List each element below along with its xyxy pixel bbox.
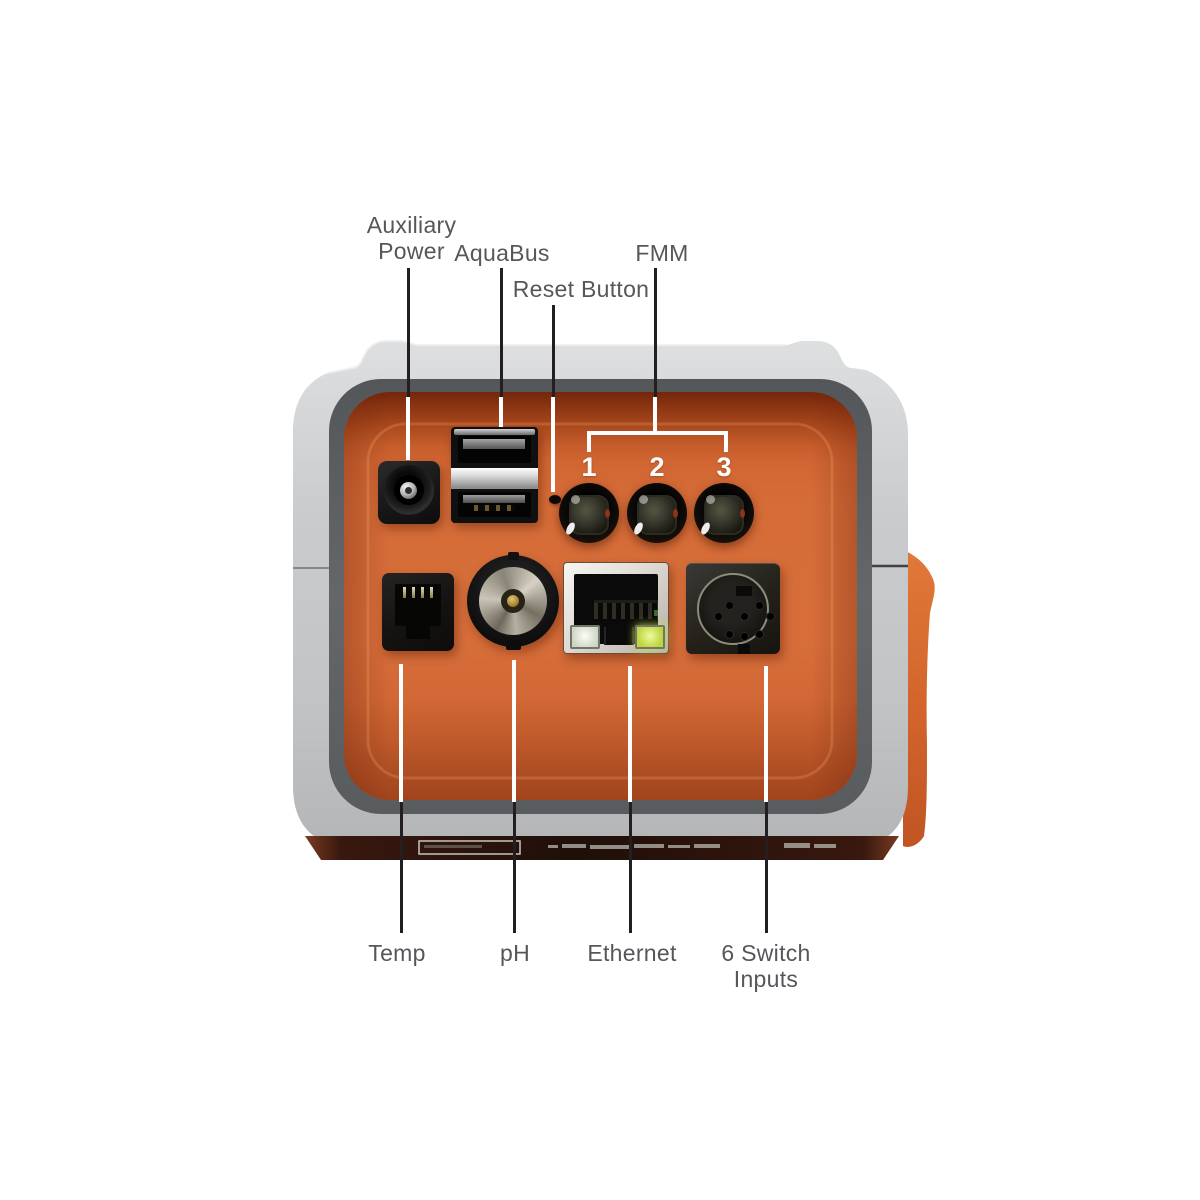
bnc-center-pin [507, 595, 519, 607]
label-six-switch-inputs-line2: Inputs [733, 966, 799, 992]
aquabus-usb-ports [451, 427, 538, 523]
din-key-notch [736, 586, 752, 596]
label-reset-button: Reset Button [511, 276, 651, 302]
usb-port-bottom [458, 492, 531, 517]
rj11-slot [395, 584, 441, 626]
label-ethernet: Ethernet [562, 940, 702, 966]
leader-fmm-white [653, 397, 657, 435]
label-reset-button-line1: Reset Button [512, 276, 650, 302]
label-fmm: FMM [592, 240, 732, 266]
switch-inputs-din-connector [686, 563, 780, 654]
leader-reset-white [551, 397, 555, 492]
fmm-jack-3 [694, 483, 754, 543]
leader-ethernet-dark [629, 800, 632, 933]
rj11-pins [403, 587, 433, 598]
label-auxiliary-power: Auxiliary Power [341, 212, 482, 264]
leader-reset-dark [552, 305, 555, 400]
side-mount-fin [903, 550, 935, 847]
fmm-bracket-right-stub [724, 431, 728, 452]
label-six-switch-inputs-line1: 6 Switch [721, 940, 811, 966]
leader-ph-dark [513, 800, 516, 933]
leader-ethernet-white [628, 666, 632, 802]
label-ethernet-line1: Ethernet [587, 940, 677, 966]
temp-probe-rj11-jack [382, 573, 454, 651]
ethernet-led-left [570, 625, 600, 649]
leader-ph-white [512, 660, 516, 802]
rj45-pcb-glint [654, 610, 658, 616]
usb-port-top [458, 436, 531, 463]
ethernet-rj45-jack [563, 562, 669, 654]
leader-switch-inputs-dark [765, 800, 768, 933]
ph-probe-bnc-connector [467, 552, 559, 650]
leader-auxiliary-power-white [406, 397, 410, 460]
serial-sticker-outline [418, 840, 521, 855]
usb-metal-lip [454, 429, 535, 435]
fmm-jack-1 [559, 483, 619, 543]
auxiliary-power-jack [378, 461, 440, 524]
leader-aquabus-dark [500, 268, 503, 400]
serial-sticker-mark [424, 845, 482, 848]
label-auxiliary-power-line2: Power [378, 238, 445, 264]
leader-switch-inputs-white [764, 666, 768, 802]
leader-auxiliary-power-dark [407, 268, 410, 400]
shell-top-highlight [326, 340, 786, 374]
label-six-switch-inputs: 6 Switch Inputs [696, 940, 836, 992]
label-auxiliary-power-line1: Auxiliary [366, 212, 457, 238]
panel-floor-highlight [366, 422, 834, 780]
leader-aquabus-white [499, 397, 503, 427]
din-bottom-notch [738, 644, 750, 654]
label-ph-line1: pH [499, 940, 530, 966]
din-socket-circle [697, 573, 775, 654]
bnc-top-notch [508, 552, 519, 560]
fmm-bracket-horizontal [587, 431, 728, 435]
fmm-port-number-3: 3 [716, 452, 732, 482]
rj11-latch-slot [406, 626, 430, 639]
label-temp: Temp [327, 940, 467, 966]
leader-temp-white [399, 664, 403, 802]
barrel-jack-pin [400, 482, 417, 499]
ethernet-led-right [635, 625, 665, 649]
label-fmm-line1: FMM [635, 240, 689, 266]
leader-temp-dark [400, 800, 403, 933]
label-ph: pH [445, 940, 585, 966]
label-temp-line1: Temp [368, 940, 426, 966]
fmm-port-number-2: 2 [649, 452, 665, 482]
reset-button-pinhole [549, 495, 561, 504]
label-aquabus-line1: AquaBus [454, 240, 550, 266]
label-aquabus: AquaBus [432, 240, 572, 266]
fmm-bracket-left-stub [587, 431, 591, 452]
bnc-bottom-nub [506, 640, 521, 650]
fmm-port-number-1: 1 [581, 452, 597, 482]
rj45-latch-slot [604, 627, 634, 645]
rj45-pin-comb [594, 600, 658, 619]
leader-fmm-dark [654, 268, 657, 400]
fmm-jack-2 [627, 483, 687, 543]
serial-text-illegible [548, 843, 836, 849]
usb-metal-band [451, 468, 538, 489]
